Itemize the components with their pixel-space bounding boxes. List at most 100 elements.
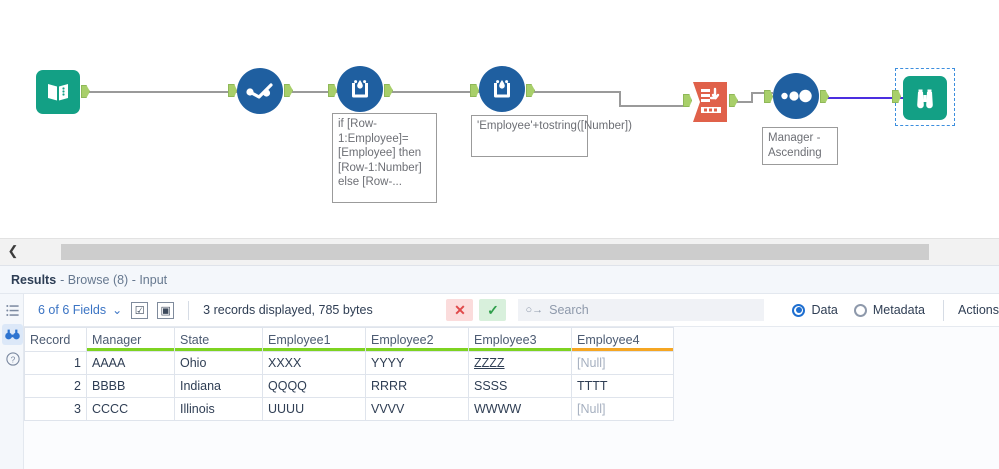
formula-beaker-icon: [494, 80, 510, 98]
workflow-canvas[interactable]: if [Row-1:Employee]=[Employee] then [Row…: [0, 0, 999, 238]
select-input-anchor[interactable]: [228, 84, 237, 97]
cell-employee4: [Null]: [571, 351, 674, 375]
rail-help-icon[interactable]: ?: [2, 348, 23, 369]
fields-selector-label[interactable]: 6 of 6 Fields: [38, 303, 107, 317]
column-header-label: Employee1: [268, 332, 331, 347]
column-header-manager[interactable]: Manager: [86, 327, 175, 352]
cross-tab-tool[interactable]: [683, 80, 738, 129]
results-source-label: - Browse (8) - Input: [60, 272, 168, 287]
canvas-horizontal-scrollbar-thumb[interactable]: [61, 244, 929, 260]
connection-multirow-to-formula[interactable]: [389, 91, 481, 93]
cell-employee4: TTTT: [571, 374, 674, 398]
input-data-tool[interactable]: [36, 70, 90, 114]
reject-button[interactable]: ✕: [446, 299, 474, 321]
radio-metadata[interactable]: Metadata: [853, 303, 925, 317]
radio-data-indicator: [792, 303, 806, 317]
select-icon-container: [237, 68, 283, 114]
cell-record: 2: [24, 374, 87, 398]
column-header-label: Employee2: [371, 332, 434, 347]
select-tool[interactable]: [228, 68, 293, 114]
canvas-horizontal-scrollbar-track[interactable]: [24, 241, 999, 260]
radio-data[interactable]: Data: [792, 303, 838, 317]
connection-formula-to-crosstab-seg2[interactable]: [619, 91, 621, 107]
results-panel-title: Results - Browse (8) - Input: [0, 266, 999, 294]
multi-row-formula-icon-container: [337, 66, 383, 112]
connection-formula-to-crosstab-seg1[interactable]: [531, 91, 621, 93]
column-header-employee4[interactable]: Employee4: [571, 327, 674, 352]
connection-select-to-multirow[interactable]: [289, 91, 339, 93]
canvas-splitter: ❮: [0, 238, 999, 265]
column-header-record[interactable]: Record: [24, 327, 87, 352]
formula-beaker-icon: [352, 80, 368, 98]
browse-input-anchor[interactable]: [892, 90, 901, 103]
connection-formula-to-crosstab-seg3[interactable]: [619, 105, 689, 107]
collapse-panel-chevron-icon[interactable]: ❮: [7, 243, 19, 258]
binoculars-icon: [5, 329, 20, 340]
cross-tab-input-anchor[interactable]: [683, 94, 692, 107]
radio-data-label: Data: [811, 303, 838, 317]
input-data-output-anchor[interactable]: [81, 85, 90, 98]
column-header-label: Employee4: [577, 332, 640, 347]
results-panel: Results - Browse (8) - Input: [0, 265, 999, 469]
formula-input-anchor[interactable]: [470, 84, 479, 97]
column-type-underline: [175, 348, 262, 351]
rail-browse-icon[interactable]: [2, 324, 23, 345]
column-type-underline: [87, 348, 174, 351]
connection-sort-to-browse[interactable]: [823, 97, 905, 99]
column-header-state[interactable]: State: [174, 327, 263, 352]
cell-record: 1: [24, 351, 87, 375]
column-header-employee1[interactable]: Employee1: [262, 327, 366, 352]
column-type-underline: [263, 348, 365, 351]
search-input[interactable]: ○→ Search: [518, 299, 765, 321]
cell-employee2: YYYY: [365, 351, 469, 375]
radio-metadata-indicator: [853, 303, 867, 317]
column-header-employee3[interactable]: Employee3: [468, 327, 572, 352]
results-label: Results: [11, 272, 57, 287]
multi-row-formula-input-anchor[interactable]: [328, 84, 337, 97]
list-icon: [6, 305, 19, 316]
connection-input-to-select[interactable]: [89, 91, 239, 93]
connection-crosstab-to-sort-seg2[interactable]: [751, 92, 753, 102]
connection-crosstab-to-sort-seg3[interactable]: [751, 92, 773, 94]
chevron-down-icon[interactable]: ⌄: [112, 303, 123, 317]
browse-icon-container: [903, 76, 947, 120]
sort-input-anchor[interactable]: [764, 90, 773, 103]
cell-employee4: [Null]: [571, 397, 674, 421]
search-icon: ○→: [525, 304, 544, 316]
svg-text:?: ?: [10, 354, 15, 364]
sort-output-anchor[interactable]: [820, 90, 829, 103]
question-icon: ?: [5, 351, 20, 366]
cell-employee2: RRRR: [365, 374, 469, 398]
toolbar-divider-1: [188, 300, 190, 320]
results-toolbar: 6 of 6 Fields ⌄ ☑ ▣ 3 records displayed,…: [24, 294, 999, 327]
rail-list-icon[interactable]: [2, 300, 23, 321]
column-header-label: Record: [30, 332, 71, 347]
connection-crosstab-to-sort-seg1[interactable]: [733, 101, 753, 103]
multi-row-formula-tool[interactable]: [328, 66, 393, 112]
formula-icon-container: [479, 66, 525, 112]
cell-manager: AAAA: [86, 351, 175, 375]
column-type-underline: [572, 348, 673, 351]
formula-tool[interactable]: [470, 66, 535, 112]
deselect-all-fields-button[interactable]: ▣: [157, 301, 175, 319]
cross-tab-output-anchor[interactable]: [729, 94, 738, 107]
column-header-employee2[interactable]: Employee2: [365, 327, 469, 352]
select-all-fields-button[interactable]: ☑: [131, 301, 149, 319]
actions-menu-button[interactable]: Actions: [958, 303, 999, 317]
multi-row-formula-output-anchor[interactable]: [384, 84, 393, 97]
accept-button[interactable]: ✓: [479, 299, 507, 321]
column-type-underline: [366, 348, 468, 351]
select-output-anchor[interactable]: [284, 84, 293, 97]
browse-tool[interactable]: [892, 76, 947, 120]
formula-output-anchor[interactable]: [526, 84, 535, 97]
sort-tool[interactable]: [764, 73, 829, 119]
sort-dots-icon: [781, 89, 812, 103]
